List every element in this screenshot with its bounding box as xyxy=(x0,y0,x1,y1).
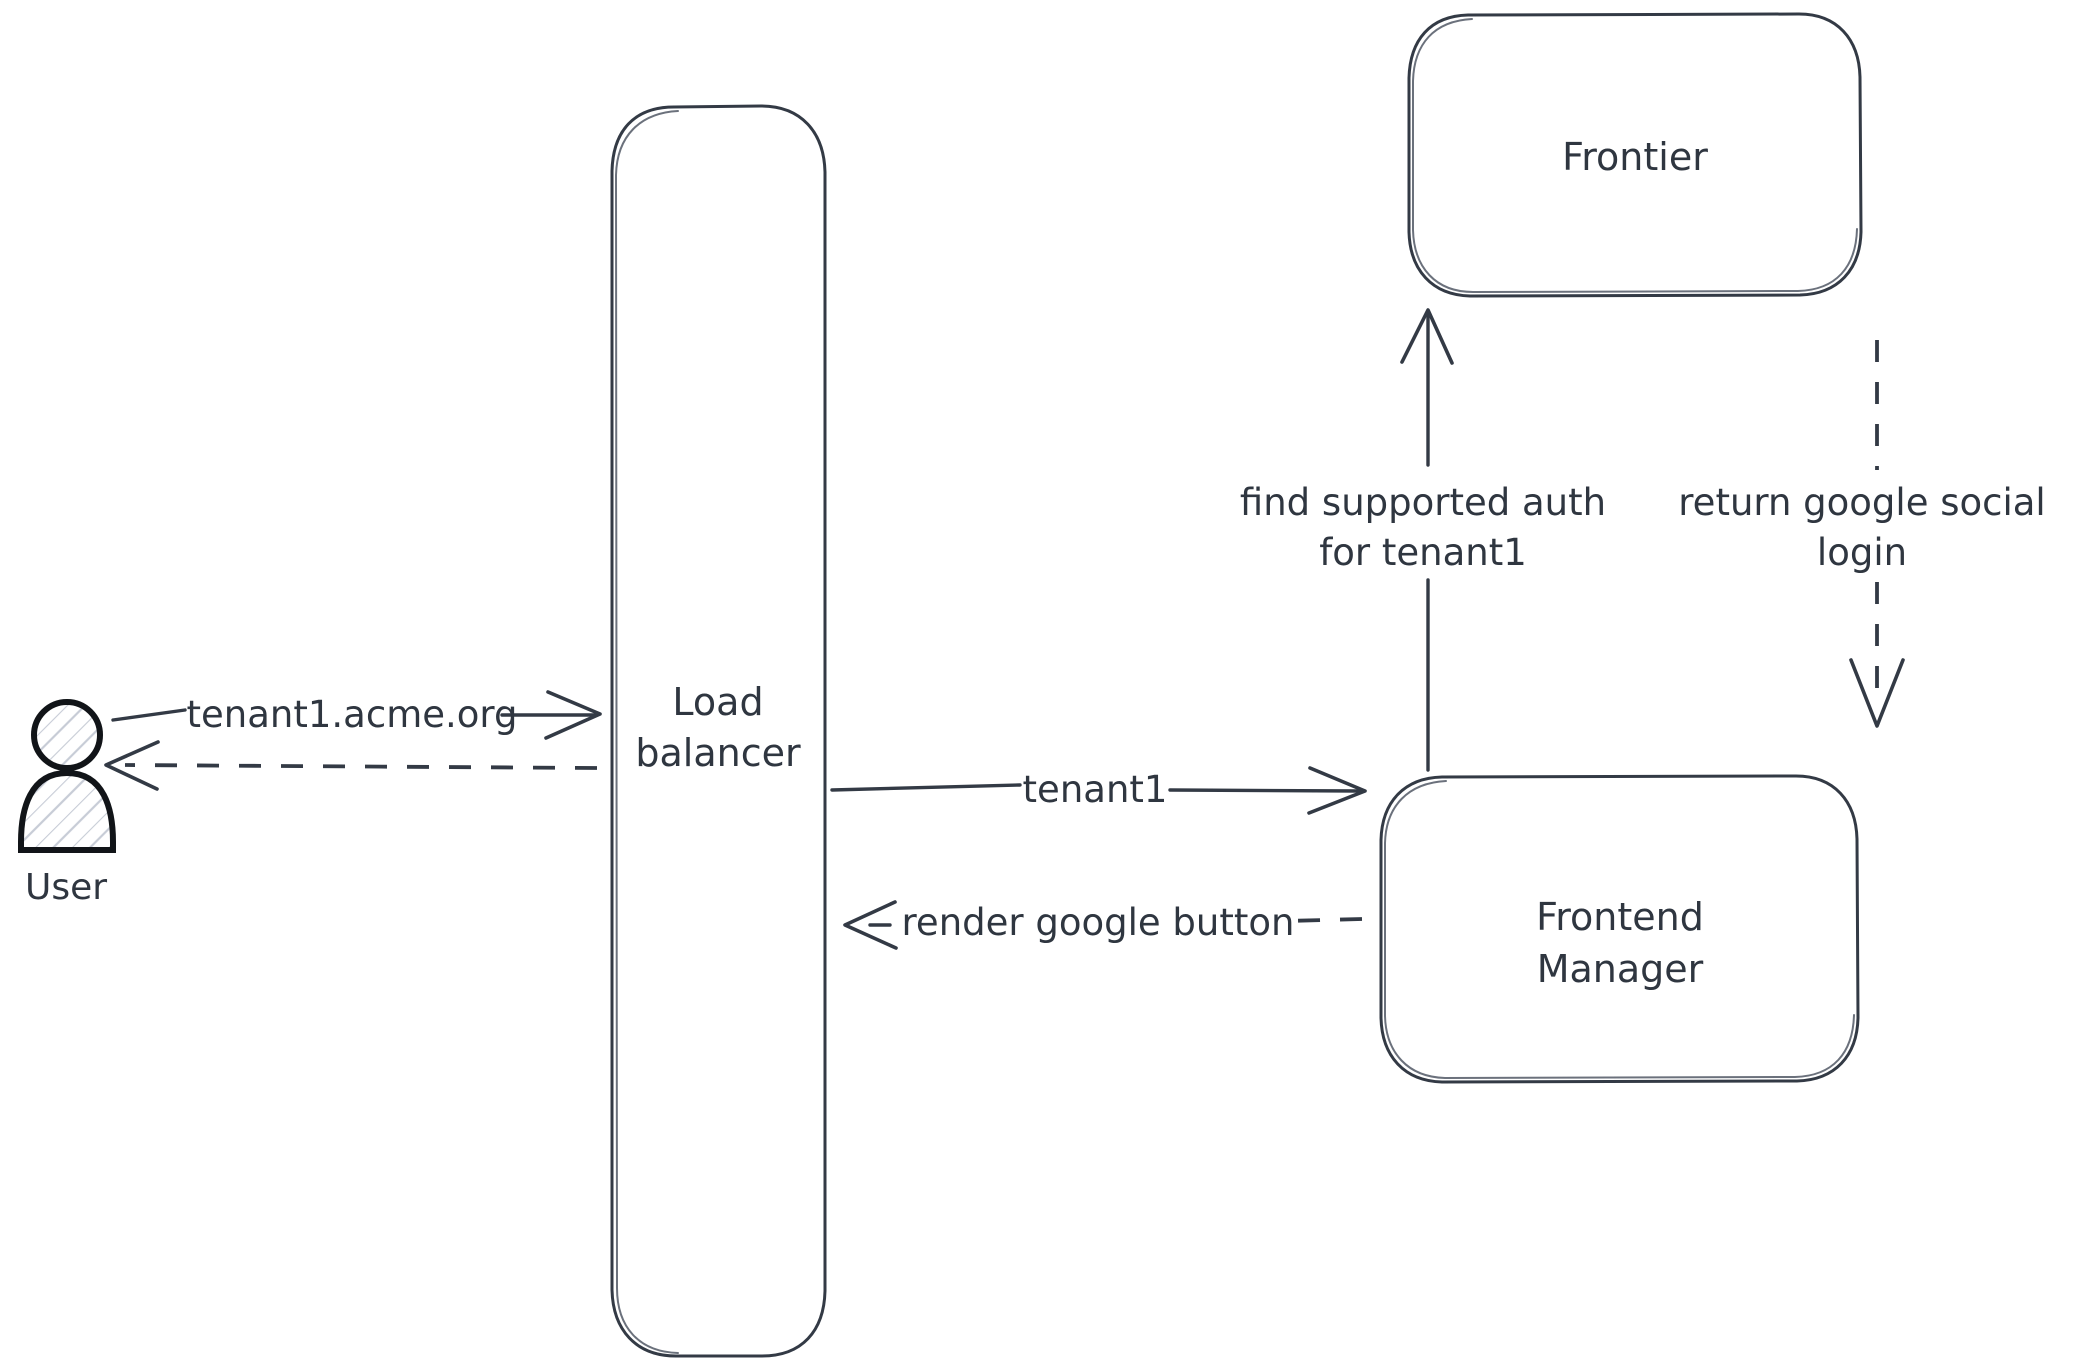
load-balancer-label-line1: Load xyxy=(672,680,763,724)
edge-lb-fm-label: tenant1 xyxy=(1023,768,1168,811)
edge-user-lb-arrowhead xyxy=(544,690,602,740)
user-body-icon xyxy=(18,769,116,853)
frontier-outline-sketch xyxy=(1412,18,1858,293)
edge-user-lb-label: tenant1.acme.org xyxy=(187,693,518,736)
edge-fm-lb-label: render google button xyxy=(902,901,1295,944)
edge-fm-lb-dashed-line xyxy=(1286,917,1363,923)
node-load-balancer[interactable]: Load balancer xyxy=(610,104,827,1358)
frontier-outline xyxy=(1407,12,1863,298)
edge-frontier-fm-label-line1: return google social xyxy=(1678,481,2045,524)
edge-lb-user-arrowhead xyxy=(104,740,160,791)
edge-frontier-fm-arrowhead xyxy=(1849,658,1905,728)
edge-fm-lb-arrowhead xyxy=(843,900,898,950)
frontend-manager-outline xyxy=(1379,774,1860,1084)
load-balancer-outline xyxy=(610,104,827,1358)
edge-fm-frontier-label-line1: find supported auth xyxy=(1240,481,1606,524)
edge-lb-fm-line-left xyxy=(830,783,1022,792)
load-balancer-label-line2: balancer xyxy=(635,731,801,775)
node-frontend-manager[interactable]: Frontend Manager xyxy=(1379,774,1860,1084)
edge-lb-user-dashed-line xyxy=(124,763,598,770)
frontend-manager-label-line2: Manager xyxy=(1537,947,1704,991)
actor-user[interactable]: User xyxy=(18,699,116,908)
frontier-label: Frontier xyxy=(1562,135,1708,179)
user-head-icon xyxy=(31,699,103,771)
edge-frontend-manager-to-load-balancer[interactable]: render google button xyxy=(843,900,1363,950)
user-label: User xyxy=(25,867,107,908)
edge-load-balancer-to-user[interactable] xyxy=(104,740,598,791)
edge-lb-fm-line-right xyxy=(1168,788,1362,793)
edge-user-to-load-balancer[interactable]: tenant1.acme.org xyxy=(111,690,602,740)
load-balancer-outline-sketch xyxy=(615,110,679,1354)
frontend-manager-label-line1: Frontend xyxy=(1536,895,1704,939)
edge-frontier-fm-label-line2: login xyxy=(1817,531,1907,574)
edge-fm-frontier-label-line2: for tenant1 xyxy=(1319,531,1527,574)
frontend-manager-outline-sketch xyxy=(1384,780,1855,1079)
edge-frontier-to-frontend-manager[interactable]: return google social login xyxy=(1678,340,2046,728)
node-frontier[interactable]: Frontier xyxy=(1407,12,1863,298)
edge-user-lb-line-left xyxy=(111,708,187,722)
edge-frontend-manager-to-frontier[interactable]: find supported auth for tenant1 xyxy=(1240,308,1606,772)
edge-load-balancer-to-frontend-manager[interactable]: tenant1 xyxy=(830,766,1367,815)
edge-lb-fm-arrowhead xyxy=(1307,766,1367,815)
edge-fm-frontier-arrowhead xyxy=(1400,308,1454,365)
